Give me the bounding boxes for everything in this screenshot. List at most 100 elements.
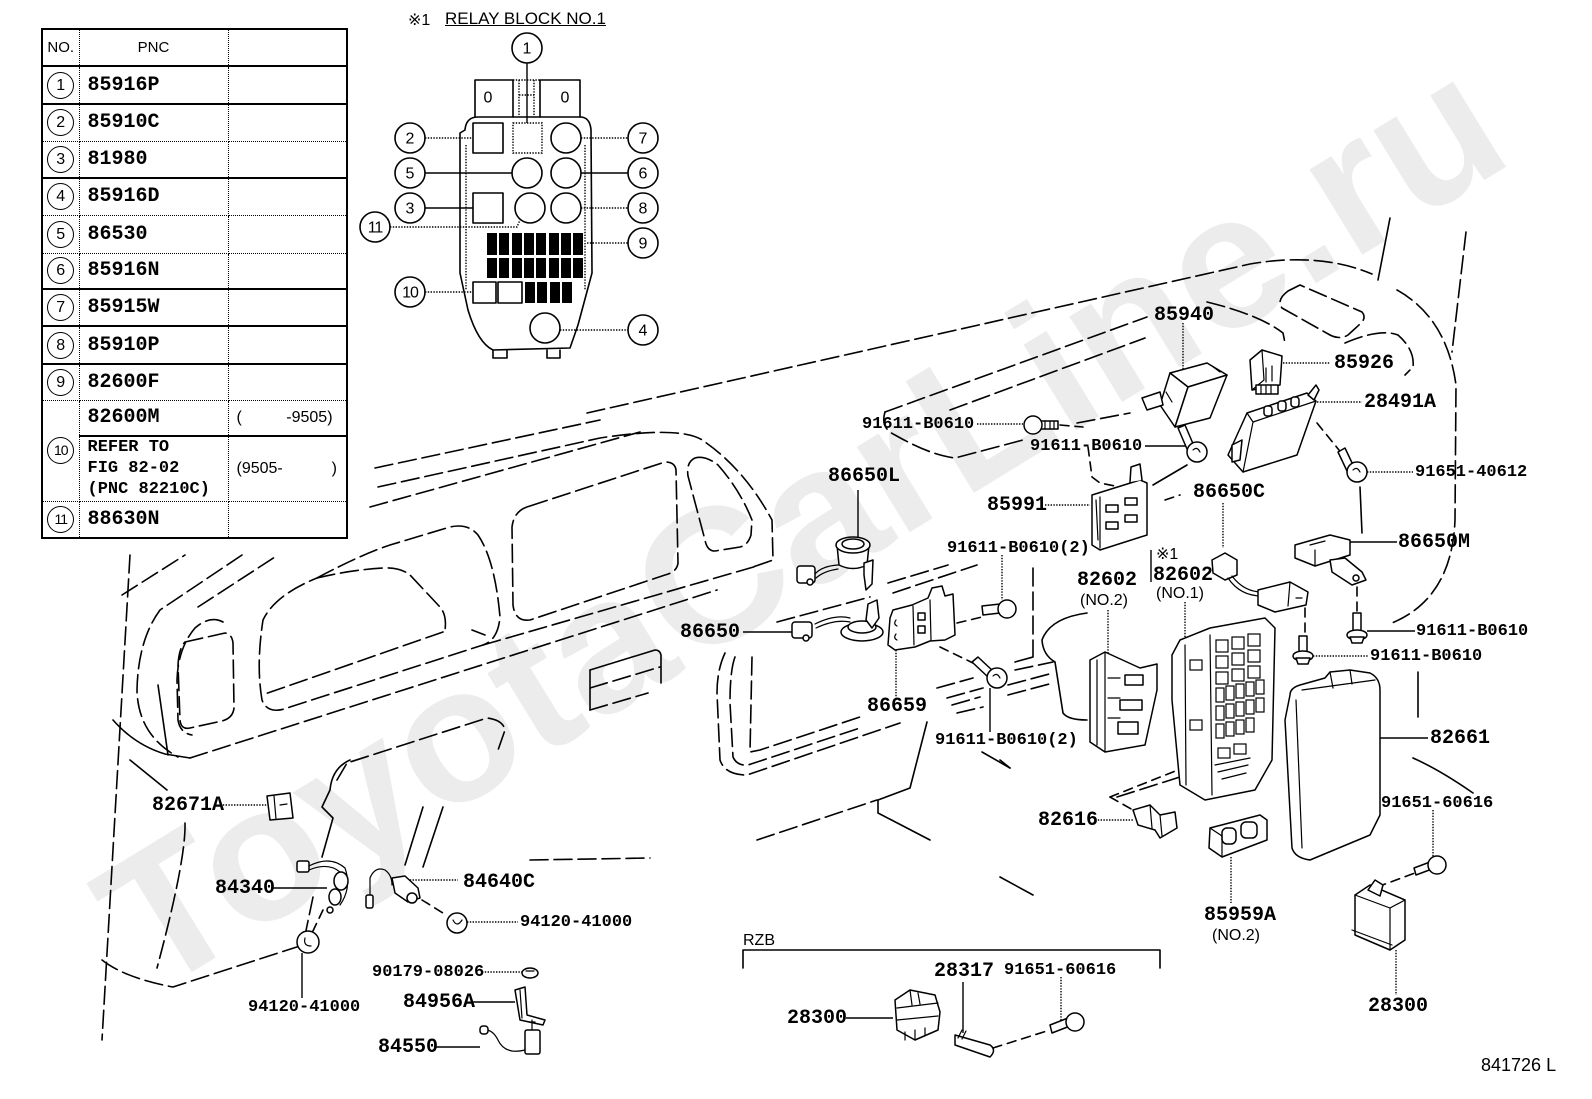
remark xyxy=(228,104,348,142)
callout-90179-08026[interactable]: 90179-08026 xyxy=(372,963,485,982)
part-94120-41000-grommet-left xyxy=(296,930,320,954)
relay-block-title: RELAY BLOCK NO.1 xyxy=(445,9,606,28)
part-82616-plug xyxy=(1132,804,1178,839)
relay-callout-9: 9 xyxy=(627,227,659,259)
relay-block-title-mark: ※1 xyxy=(408,12,431,29)
pnc-value: 82600F xyxy=(79,364,229,401)
callout-84340[interactable]: 84340 xyxy=(215,877,276,900)
row-number: 1 xyxy=(47,71,75,99)
bolt-91611-b0610-b xyxy=(1177,424,1208,463)
table-row: 11 88630N xyxy=(42,501,348,539)
callout-85991[interactable]: 85991 xyxy=(987,494,1048,517)
relay-block-no1-inset: 0 0 xyxy=(359,32,659,359)
callout-86650m[interactable]: 86650M xyxy=(1398,531,1471,554)
relay-fuse-row-2 xyxy=(487,258,583,278)
part-84640C-switch xyxy=(365,868,421,909)
callout-91651-60616-rzb[interactable]: 91651-60616 xyxy=(1004,961,1117,980)
svg-text:6: 6 xyxy=(639,166,648,183)
callout-85940[interactable]: 85940 xyxy=(1154,304,1215,327)
part-85959A-relay-no2 xyxy=(1208,814,1268,858)
callout-91651-40612[interactable]: 91651-40612 xyxy=(1415,463,1528,482)
callout-82602-no2[interactable]: 82602 xyxy=(1077,569,1138,592)
callout-86650l[interactable]: 86650L xyxy=(828,465,901,488)
row-number: 6 xyxy=(47,257,75,285)
callout-94120-41000-left[interactable]: 94120-41000 xyxy=(248,998,361,1017)
part-82671A-clip xyxy=(266,792,294,821)
part-82602-no1-fuse-block xyxy=(1171,617,1276,801)
table-row: REFER TO FIG 82-02 (PNC 82210C) (9505- ) xyxy=(42,436,348,502)
relay-tab-mark-left: 0 xyxy=(484,90,493,107)
relay-callout-2: 2 xyxy=(394,122,426,154)
callout-85926[interactable]: 85926 xyxy=(1334,352,1395,375)
pnc-value: 85915W xyxy=(79,289,229,327)
callout-28491a[interactable]: 28491A xyxy=(1364,391,1437,414)
callout-84956a[interactable]: 84956A xyxy=(403,991,476,1014)
row-number: 4 xyxy=(47,183,75,211)
svg-text:5: 5 xyxy=(406,166,415,183)
part-84956A-bracket xyxy=(514,986,546,1026)
callout-86650c[interactable]: 86650C xyxy=(1193,481,1266,504)
part-86650-socket xyxy=(791,599,884,642)
relay-callout-6: 6 xyxy=(627,157,659,189)
pnc-value: 86530 xyxy=(79,215,229,254)
remark xyxy=(228,501,348,539)
callout-91611-b0610-2-lower[interactable]: 91611-B0610(2) xyxy=(935,731,1078,750)
part-86650L-cigarette-lighter xyxy=(796,536,874,591)
callout-91611-b0610-a[interactable]: 91611-B0610 xyxy=(862,415,975,434)
callout-82661[interactable]: 82661 xyxy=(1430,727,1491,750)
table-row: 5 86530 xyxy=(42,215,348,254)
pnc-value: 85916P xyxy=(79,66,229,105)
callout-86659[interactable]: 86659 xyxy=(867,695,928,718)
callout-28300-rzb[interactable]: 28300 xyxy=(787,1007,848,1030)
bolt-91611-b0610-d xyxy=(1292,635,1314,665)
pnc-table-header: NO. PNC xyxy=(42,29,348,67)
bolt-91611-b0610-2-lower xyxy=(971,656,1008,689)
row-number: 7 xyxy=(47,294,75,321)
figure-id: 841726 L xyxy=(1481,1055,1557,1075)
relay-callout-5: 5 xyxy=(394,157,426,189)
remark: ( -9505) xyxy=(228,400,348,437)
part-28491A-unit xyxy=(1227,384,1320,473)
callout-28300-right[interactable]: 28300 xyxy=(1368,995,1429,1018)
table-row: 8 85910P xyxy=(42,326,348,365)
callout-82602-no1-qualifier: (NO.1) xyxy=(1156,585,1204,602)
callout-82602-no1-mark: ※1 xyxy=(1156,546,1179,563)
callout-84640c[interactable]: 84640C xyxy=(463,871,536,894)
pnc-reference-line: FIG 82-02 xyxy=(87,459,180,479)
callout-85959a-qualifier: (NO.2) xyxy=(1212,927,1260,944)
callout-85959a[interactable]: 85959A xyxy=(1204,904,1277,927)
bolt-91651-60616-right xyxy=(1413,855,1447,876)
pnc-value: 88630N xyxy=(79,501,229,539)
callout-91611-b0610-d[interactable]: 91611-B0610 xyxy=(1370,647,1483,666)
row-number: 2 xyxy=(47,109,75,137)
part-84340-harness xyxy=(296,860,349,914)
svg-text:8: 8 xyxy=(639,201,648,218)
callout-91611-b0610-c[interactable]: 91611-B0610 xyxy=(1416,622,1529,641)
remark: (9505- ) xyxy=(228,436,348,502)
svg-text:7: 7 xyxy=(639,131,648,148)
assembly-lines xyxy=(311,422,1416,1049)
row-number: 9 xyxy=(47,368,75,396)
callout-94120-41000-mid[interactable]: 94120-41000 xyxy=(520,913,633,932)
callout-82671a[interactable]: 82671A xyxy=(152,794,225,817)
callout-91611-b0610-b[interactable]: 91611-B0610 xyxy=(1030,437,1143,456)
part-82602-no2-fuse-block xyxy=(1089,651,1158,753)
part-85940-bracket xyxy=(1141,362,1228,428)
pnc-value: 82600M xyxy=(79,400,229,437)
leader-lines xyxy=(220,323,1434,1048)
callout-82602-no1[interactable]: 82602 xyxy=(1153,564,1214,587)
callout-84550[interactable]: 84550 xyxy=(378,1036,439,1059)
table-row: 3 81980 xyxy=(42,141,348,179)
remark xyxy=(228,66,348,105)
callout-91611-b0610-2-upper[interactable]: 91611-B0610(2) xyxy=(947,539,1090,558)
part-90179-08026-nut xyxy=(521,967,539,979)
row-number: 3 xyxy=(47,145,75,173)
callout-91651-60616-right[interactable]: 91651-60616 xyxy=(1381,794,1494,813)
pnc-value: 85916D xyxy=(79,178,229,216)
callout-86650[interactable]: 86650 xyxy=(680,621,741,644)
instrument-panel-outline xyxy=(101,231,1467,1041)
callout-28317[interactable]: 28317 xyxy=(934,960,995,983)
header-no: NO. xyxy=(42,29,80,67)
callout-82616[interactable]: 82616 xyxy=(1038,809,1099,832)
